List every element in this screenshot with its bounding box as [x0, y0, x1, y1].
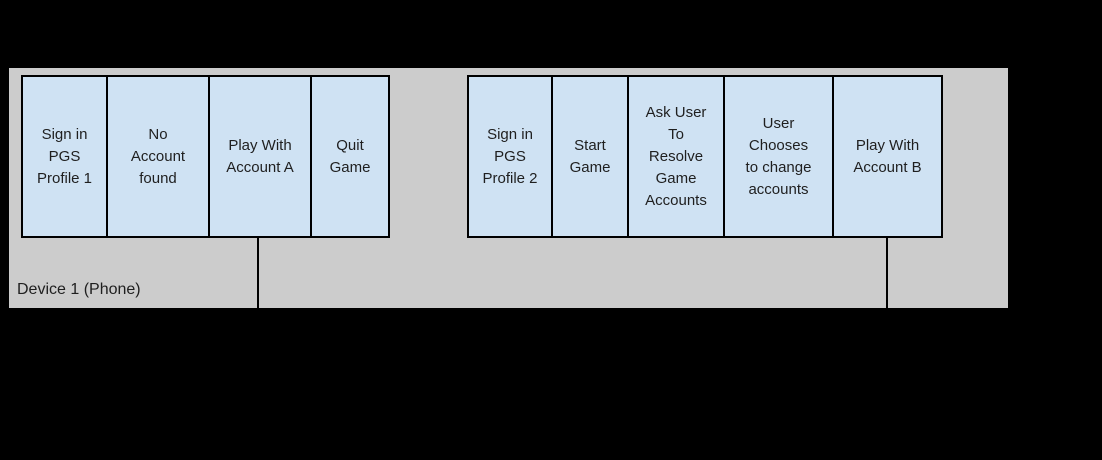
step-play-with-account-b: Play With Account B: [832, 75, 943, 238]
step-play-with-account-a: Play With Account A: [208, 75, 312, 238]
lifeline-account-a: [257, 238, 259, 308]
profile-1-flow: Sign in PGS Profile 1 No Account found P…: [21, 75, 390, 238]
step-label: Start Game: [569, 136, 611, 176]
step-label: Play With Account B: [853, 136, 922, 176]
device-lane-label: Device 1 (Phone): [17, 281, 141, 298]
step-sign-in-pgs-profile-1: Sign in PGS Profile 1: [21, 75, 108, 238]
step-start-game: Start Game: [551, 75, 629, 238]
step-user-chooses-to-change-accounts: User Chooses to change accounts: [723, 75, 834, 238]
step-ask-user-to-resolve-game-accounts: Ask User To Resolve Game Accounts: [627, 75, 725, 238]
step-label: Play With Account A: [226, 136, 294, 176]
lifeline-account-b: [886, 238, 888, 308]
profile-2-flow: Sign in PGS Profile 2 Start Game Ask Use…: [467, 75, 943, 238]
step-sign-in-pgs-profile-2: Sign in PGS Profile 2: [467, 75, 553, 238]
step-label: No Account found: [130, 125, 186, 187]
device-1-swimlane: Sign in PGS Profile 1 No Account found P…: [9, 68, 1008, 308]
step-label: Quit Game: [329, 136, 371, 176]
step-no-account-found: No Account found: [106, 75, 210, 238]
step-label: Ask User To Resolve Game Accounts: [645, 103, 707, 209]
step-label: User Chooses to change accounts: [745, 114, 812, 198]
step-label: Sign in PGS Profile 1: [36, 125, 93, 187]
step-label: Sign in PGS Profile 2: [482, 125, 538, 187]
step-quit-game: Quit Game: [310, 75, 390, 238]
